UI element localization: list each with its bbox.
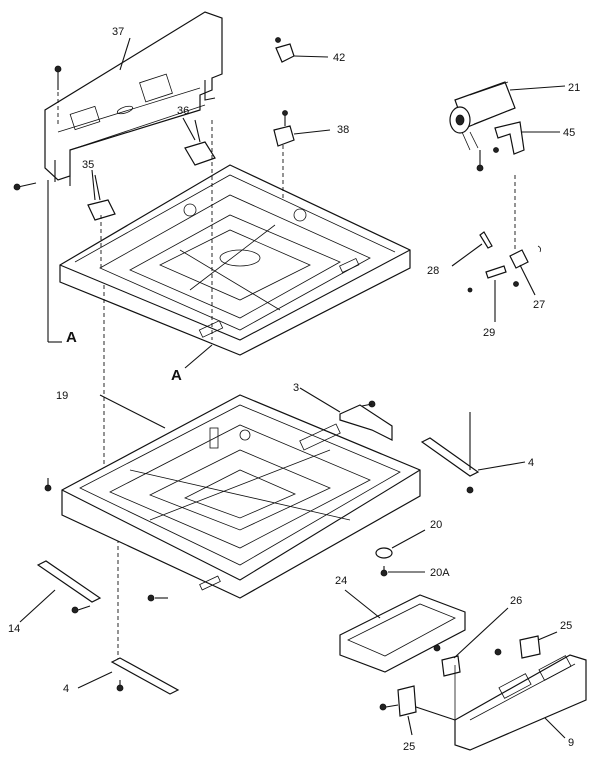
part-28-29-27-linkage xyxy=(451,231,542,322)
callout-45: 45 xyxy=(563,127,575,139)
callout-9: 9 xyxy=(568,737,574,749)
callout-4-right: 4 xyxy=(528,457,534,469)
callout-29: 29 xyxy=(483,327,495,339)
part-20-rubber-foot xyxy=(375,529,426,573)
part-3-bracket-strip xyxy=(299,387,393,441)
part-35-bracket xyxy=(87,174,116,221)
part-37-frame-bracket xyxy=(44,11,223,186)
alignment-lines xyxy=(100,120,516,660)
part-14-left-rail xyxy=(19,560,102,623)
callout-19: 19 xyxy=(56,390,68,402)
part-25-right-bracket xyxy=(519,631,558,659)
part-45-bracket xyxy=(493,121,560,155)
part-21-motor xyxy=(449,81,566,172)
part-26-clip xyxy=(441,607,509,677)
part-42-clip xyxy=(275,37,329,63)
callout-20: 20 xyxy=(430,519,442,531)
reference-line-A xyxy=(47,180,213,369)
callout-A-bottom: A xyxy=(171,367,182,384)
leader-lines xyxy=(91,37,196,201)
callout-14: 14 xyxy=(8,623,20,635)
callout-25-right: 25 xyxy=(560,620,572,632)
part-24-channel xyxy=(339,589,466,673)
callout-24: 24 xyxy=(335,575,347,587)
part-38-clamp xyxy=(273,110,331,147)
callout-26: 26 xyxy=(510,595,522,607)
callout-36: 36 xyxy=(177,105,189,117)
screw-icon xyxy=(44,400,502,711)
part-25-bottom-bracket xyxy=(397,685,417,736)
part-36-bracket xyxy=(184,119,216,166)
callout-38: 38 xyxy=(337,124,349,136)
part-4-left-rail xyxy=(77,657,180,695)
part-9-front-plate xyxy=(409,654,587,751)
callout-20A: 20A xyxy=(430,567,450,579)
part-4-right-rail xyxy=(420,412,526,477)
screw-icon xyxy=(13,65,62,191)
callout-25-bottom: 25 xyxy=(403,741,415,753)
upper-base-plate xyxy=(59,164,411,356)
callout-labels: 37 42 36 38 21 45 35 28 27 29 A A 19 3 4… xyxy=(8,26,580,753)
callout-27: 27 xyxy=(533,299,545,311)
callout-21: 21 xyxy=(568,82,580,94)
callout-42: 42 xyxy=(333,52,345,64)
callout-28: 28 xyxy=(427,265,439,277)
callout-37: 37 xyxy=(112,26,124,38)
callout-4-left: 4 xyxy=(63,683,69,695)
callout-A-left: A xyxy=(66,329,77,346)
part-19-lower-base-tray xyxy=(61,394,421,599)
callout-3: 3 xyxy=(293,382,299,394)
callout-35: 35 xyxy=(82,159,94,171)
